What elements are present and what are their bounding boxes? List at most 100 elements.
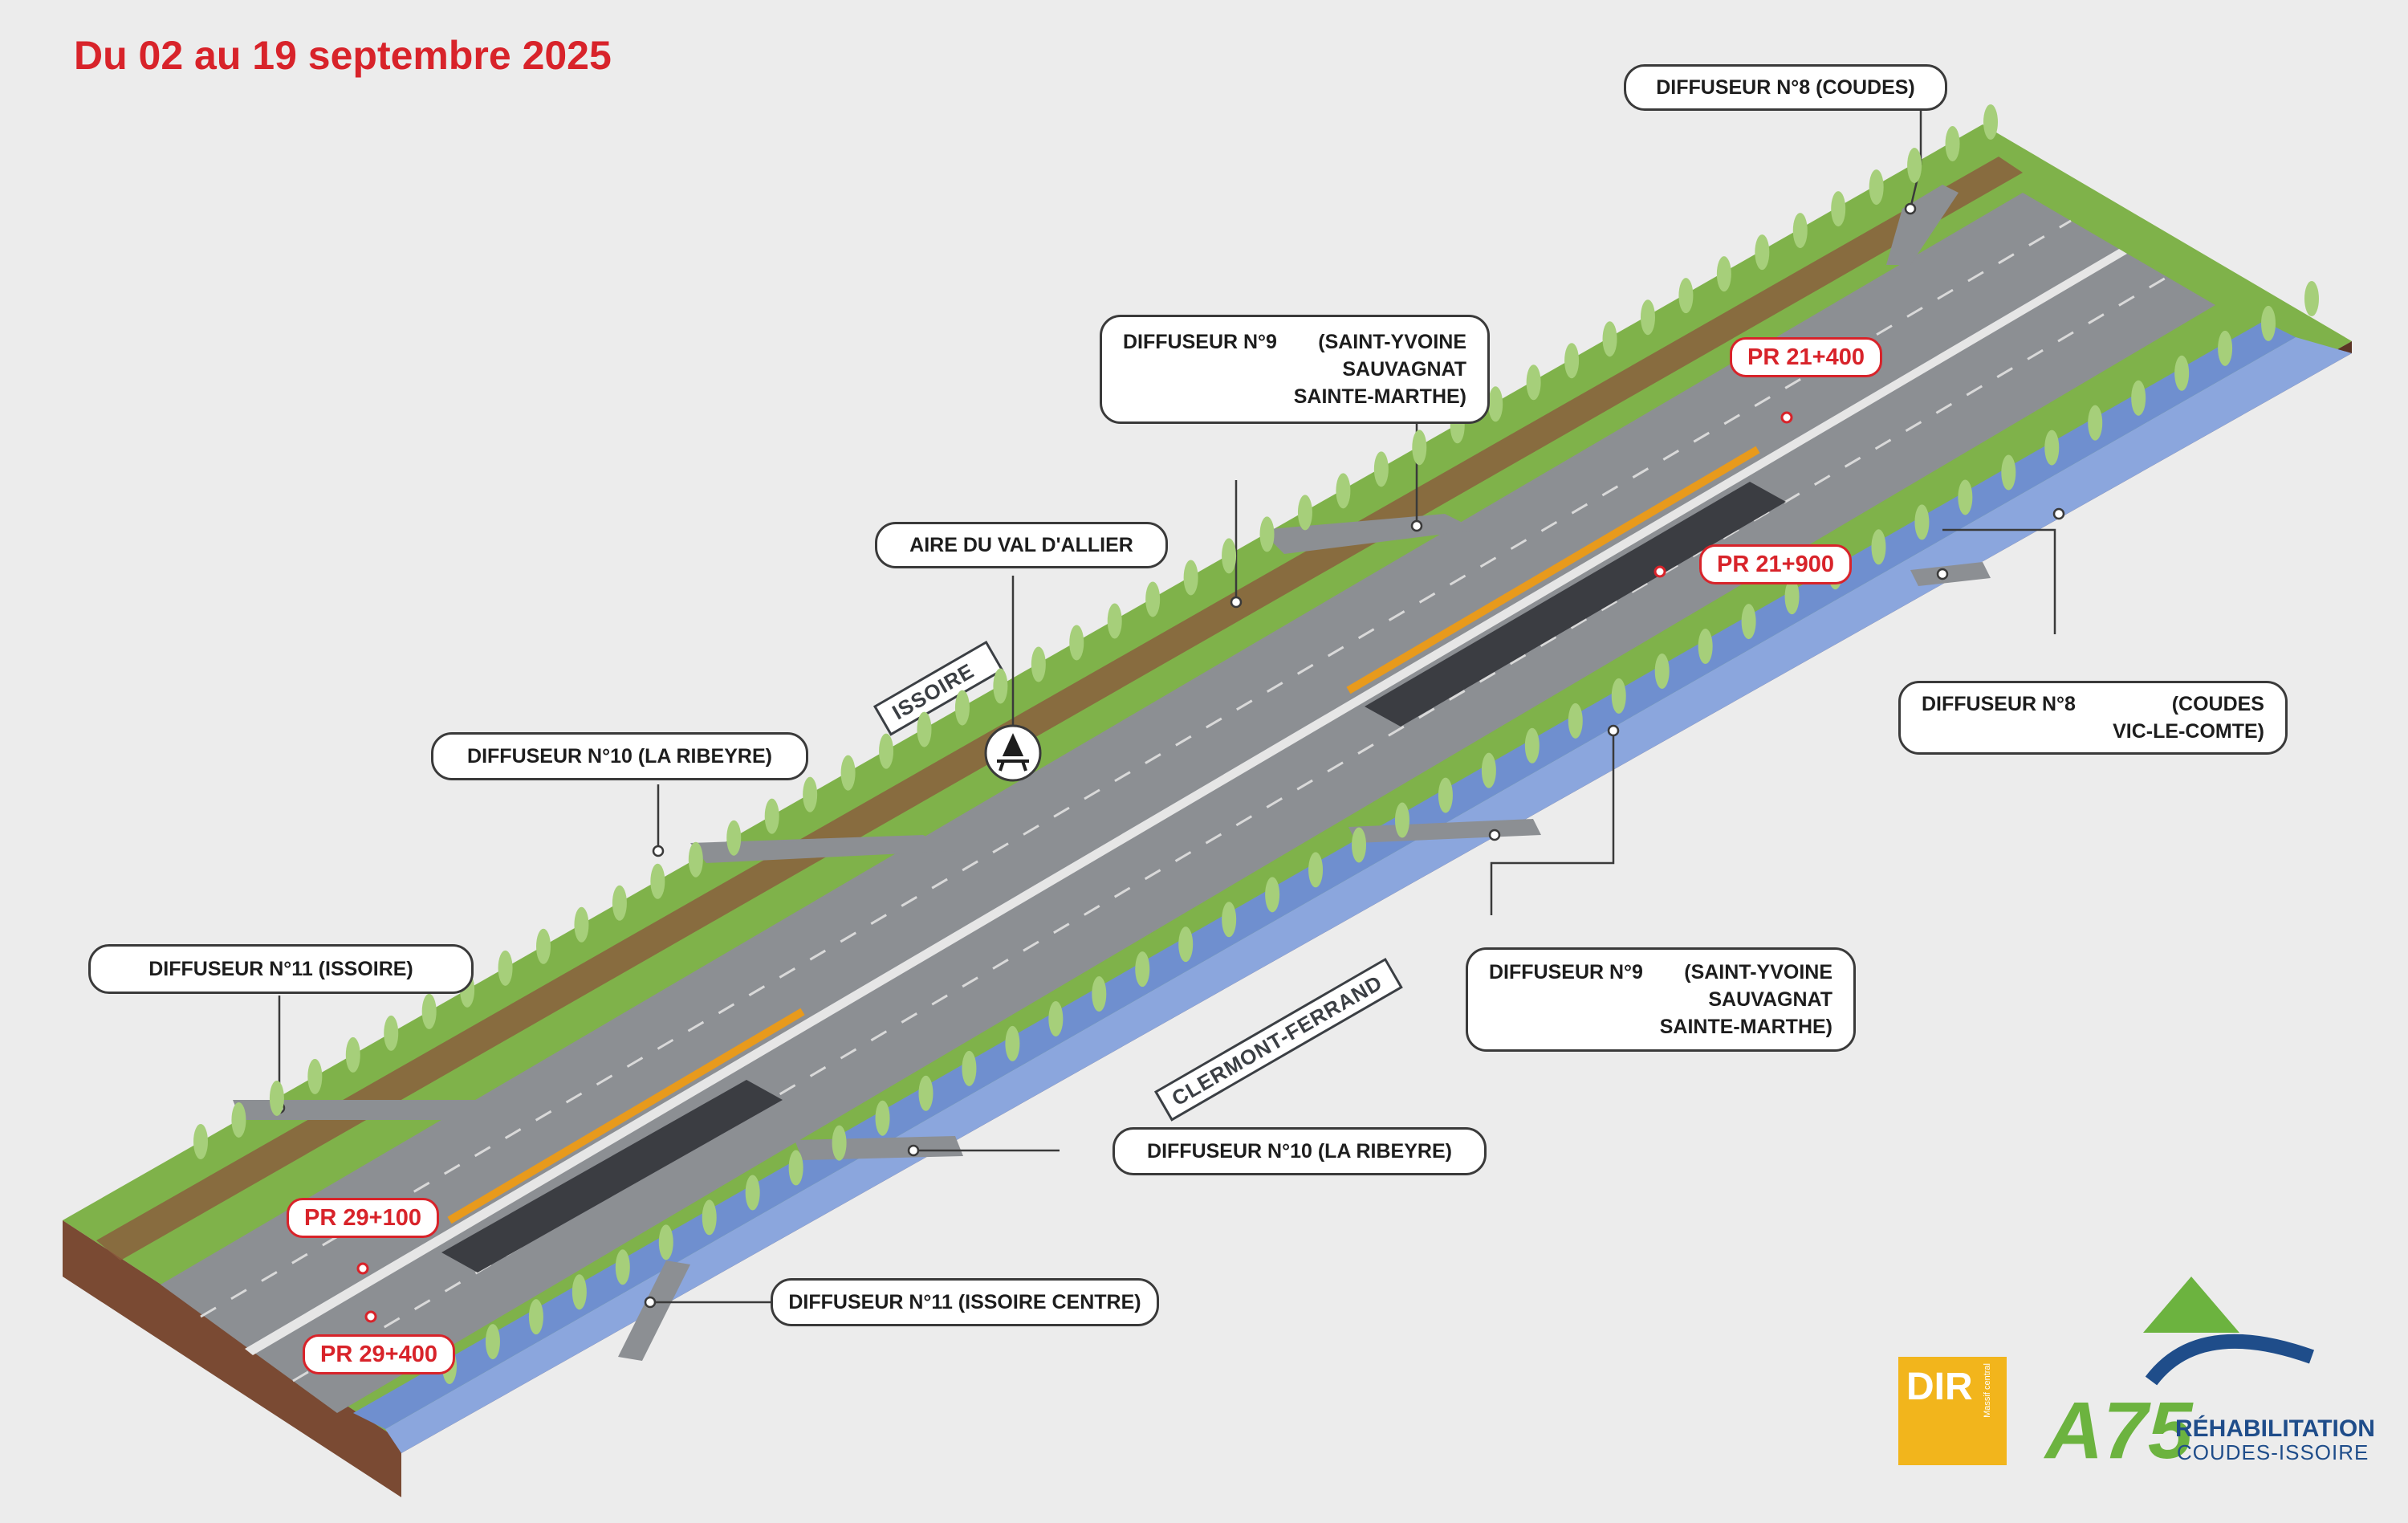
tree (1069, 625, 1084, 661)
tree (1107, 603, 1122, 639)
tree (1698, 629, 1713, 665)
tree (2088, 405, 2103, 441)
tree (917, 711, 932, 747)
tree (1602, 321, 1617, 357)
works-zone-north (1365, 482, 1786, 727)
callout-text: DIFFUSEUR N°9 (1123, 331, 1277, 353)
tree (726, 820, 742, 856)
leader-dots (273, 202, 2065, 1309)
tree (1568, 702, 1583, 739)
callout-text: SAUVAGNAT (1342, 358, 1466, 381)
callout-text: DIFFUSEUR N°11 (ISSOIRE) (148, 958, 413, 980)
tree (1741, 604, 1756, 640)
tree (612, 885, 627, 921)
tree (1352, 827, 1367, 863)
callout-text: (SAINT-YVOINE (1684, 961, 1832, 983)
river-bank (353, 321, 2296, 1429)
tree (1945, 126, 1960, 162)
tree (1871, 529, 1886, 565)
tree (1183, 560, 1198, 596)
tree (1654, 653, 1670, 689)
barrier (447, 1008, 805, 1224)
tree (1031, 646, 1046, 682)
tree (879, 733, 894, 769)
tree (1135, 951, 1150, 988)
tree (993, 668, 1008, 704)
tree (1983, 104, 1998, 140)
tree (745, 1175, 760, 1211)
tree (1222, 538, 1237, 574)
pr-marker-21900: PR 21+900 (1699, 544, 1852, 584)
tree (702, 1199, 717, 1236)
soil-embankment-upper (96, 157, 2023, 1260)
pr-marker-29100: PR 29+100 (287, 1198, 439, 1238)
ramp-d10-top (690, 835, 955, 863)
tree (615, 1249, 630, 1285)
barrier (1346, 446, 1760, 694)
tree (1564, 343, 1580, 379)
tree (1792, 213, 1808, 249)
a75-logo-line2: COUDES-ISSOIRE (2177, 1440, 2369, 1464)
a75-logo-mountain (2143, 1277, 2239, 1333)
ramp-d11-bottom (618, 1260, 690, 1361)
tree (1308, 852, 1324, 888)
callout-text: DIFFUSEUR N°9 (1489, 961, 1643, 983)
tree (875, 1100, 890, 1136)
tree (1678, 278, 1694, 314)
tree (1412, 430, 1427, 466)
callout-text: AIRE DU VAL D'ALLIER (909, 534, 1133, 556)
ramp-d8-bottom (1910, 562, 1991, 586)
tree (528, 1299, 543, 1335)
tree (1869, 169, 1884, 206)
tree (1716, 256, 1731, 292)
callout-d9-right: DIFFUSEUR N°9 (SAINT-YVOINE SAUVAGNAT SAI… (1466, 947, 1856, 1052)
tree (571, 1274, 587, 1310)
callout-text: DIFFUSEUR N°10 (LA RIBEYRE) (1147, 1140, 1452, 1163)
a75-logo-road (2145, 1334, 2315, 1386)
river (385, 337, 2352, 1453)
tree (954, 690, 970, 726)
tree (2261, 305, 2276, 341)
tree (788, 1150, 803, 1186)
pr-marker-21400: PR 21+400 (1730, 337, 1882, 377)
tree (1394, 802, 1409, 838)
callout-d8-right: DIFFUSEUR N°8(COUDES VIC-LE-COMTE) (1898, 681, 2288, 755)
tree (231, 1102, 246, 1138)
tree (485, 1324, 500, 1360)
tree (1488, 386, 1503, 422)
callout-text: SAUVAGNAT (1708, 988, 1832, 1011)
callout-text: VIC-LE-COMTE) (2113, 720, 2264, 743)
tree (1092, 976, 1107, 1012)
tree (193, 1124, 208, 1159)
tree (1297, 495, 1312, 531)
works-zone-south (441, 1080, 783, 1273)
tree (1914, 504, 1930, 540)
tree (1259, 516, 1275, 552)
tree (1611, 678, 1626, 714)
tree (962, 1050, 977, 1086)
tree (536, 928, 551, 964)
pr-label: PR 29+100 (304, 1204, 421, 1231)
callout-d10-top: DIFFUSEUR N°10 (LA RIBEYRE) (431, 732, 808, 780)
picnic-table-icon (997, 733, 1029, 772)
callout-text: SAINTE-MARTHE) (1659, 1016, 1832, 1038)
tree (2218, 330, 2233, 366)
tree (2044, 430, 2060, 466)
tree (1907, 148, 1922, 184)
tree (1336, 473, 1351, 509)
tree (1048, 1000, 1064, 1036)
pr-label: PR 21+900 (1717, 551, 1834, 577)
tree (2001, 454, 2016, 491)
callout-text: (SAINT-YVOINE (1318, 331, 1466, 353)
ramp-d10-bottom (795, 1136, 963, 1160)
tree (688, 841, 703, 878)
tree (307, 1058, 323, 1094)
tree (1526, 364, 1541, 401)
tree (384, 1015, 399, 1051)
soil-edge-left (63, 1220, 401, 1497)
dir-logo-bg (1898, 1357, 2007, 1465)
tree (1265, 877, 1280, 913)
tree (840, 755, 856, 791)
highway-median (245, 249, 2127, 1355)
